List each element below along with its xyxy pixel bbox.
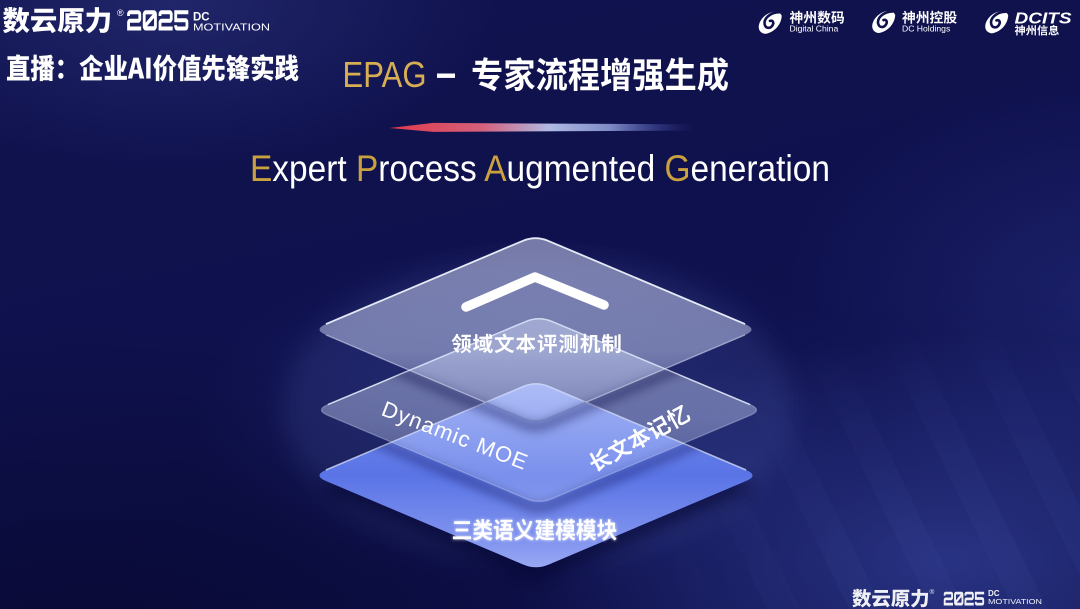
svg-text:DCITS: DCITS — [1015, 11, 1073, 28]
svg-text:Digital China: Digital China — [790, 24, 839, 34]
svg-text:Expert Process Augmented Gener: Expert Process Augmented Generation — [250, 147, 830, 189]
svg-text:EPAG: EPAG — [343, 54, 427, 95]
svg-text:®: ® — [117, 8, 124, 18]
svg-text:®: ® — [930, 588, 935, 596]
svg-text:MOTIVATION: MOTIVATION — [988, 599, 1042, 606]
svg-text:DC: DC — [193, 12, 210, 24]
svg-text:DC Holdings: DC Holdings — [902, 24, 950, 34]
svg-text:MOTIVATION: MOTIVATION — [193, 23, 270, 34]
svg-text:DC: DC — [988, 589, 1000, 598]
